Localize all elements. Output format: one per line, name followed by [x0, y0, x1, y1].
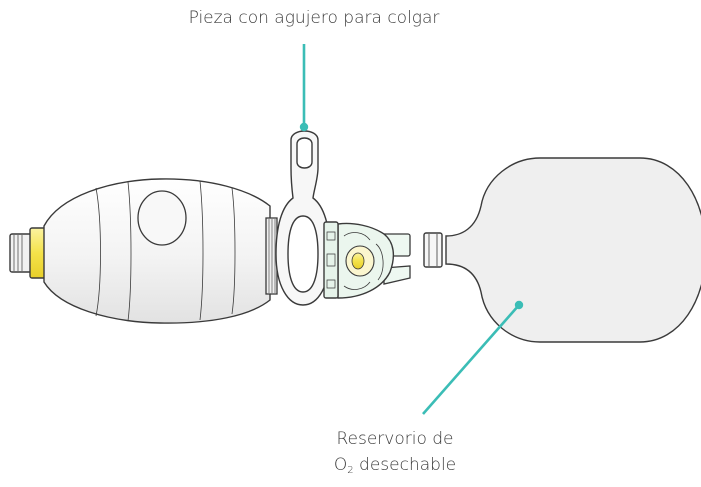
bag-body: [43, 178, 271, 324]
intake-valve-icon: [323, 221, 411, 299]
label-hanging-piece: Pieza con agujero para colgar: [188, 8, 440, 28]
label-reservoir: Reservorio de O2 desechable: [300, 426, 490, 478]
ring-outline: [275, 130, 331, 306]
leader-line-hanging-piece: [299, 44, 309, 132]
label-desechable: desechable: [353, 455, 457, 475]
label-reservoir-line1: Reservorio de: [336, 429, 454, 449]
reservoir-body: [445, 157, 701, 343]
leader-line-reservoir: [422, 300, 524, 415]
label-o: O: [333, 455, 348, 475]
bag-window: [137, 190, 187, 246]
bag-outlet-connector: [9, 233, 33, 273]
valve-flange: [323, 221, 339, 299]
label-reservoir-line2: O2 desechable: [300, 452, 490, 478]
hanging-ring-icon: [275, 130, 331, 306]
oxygen-reservoir-bag-icon: [423, 157, 701, 343]
label-subscript-2: 2: [347, 465, 354, 476]
reservoir-neck-ring: [423, 232, 443, 268]
leader-dot: [514, 300, 524, 310]
leader-dot: [299, 122, 309, 132]
resuscitator-bag-icon: [9, 178, 278, 324]
